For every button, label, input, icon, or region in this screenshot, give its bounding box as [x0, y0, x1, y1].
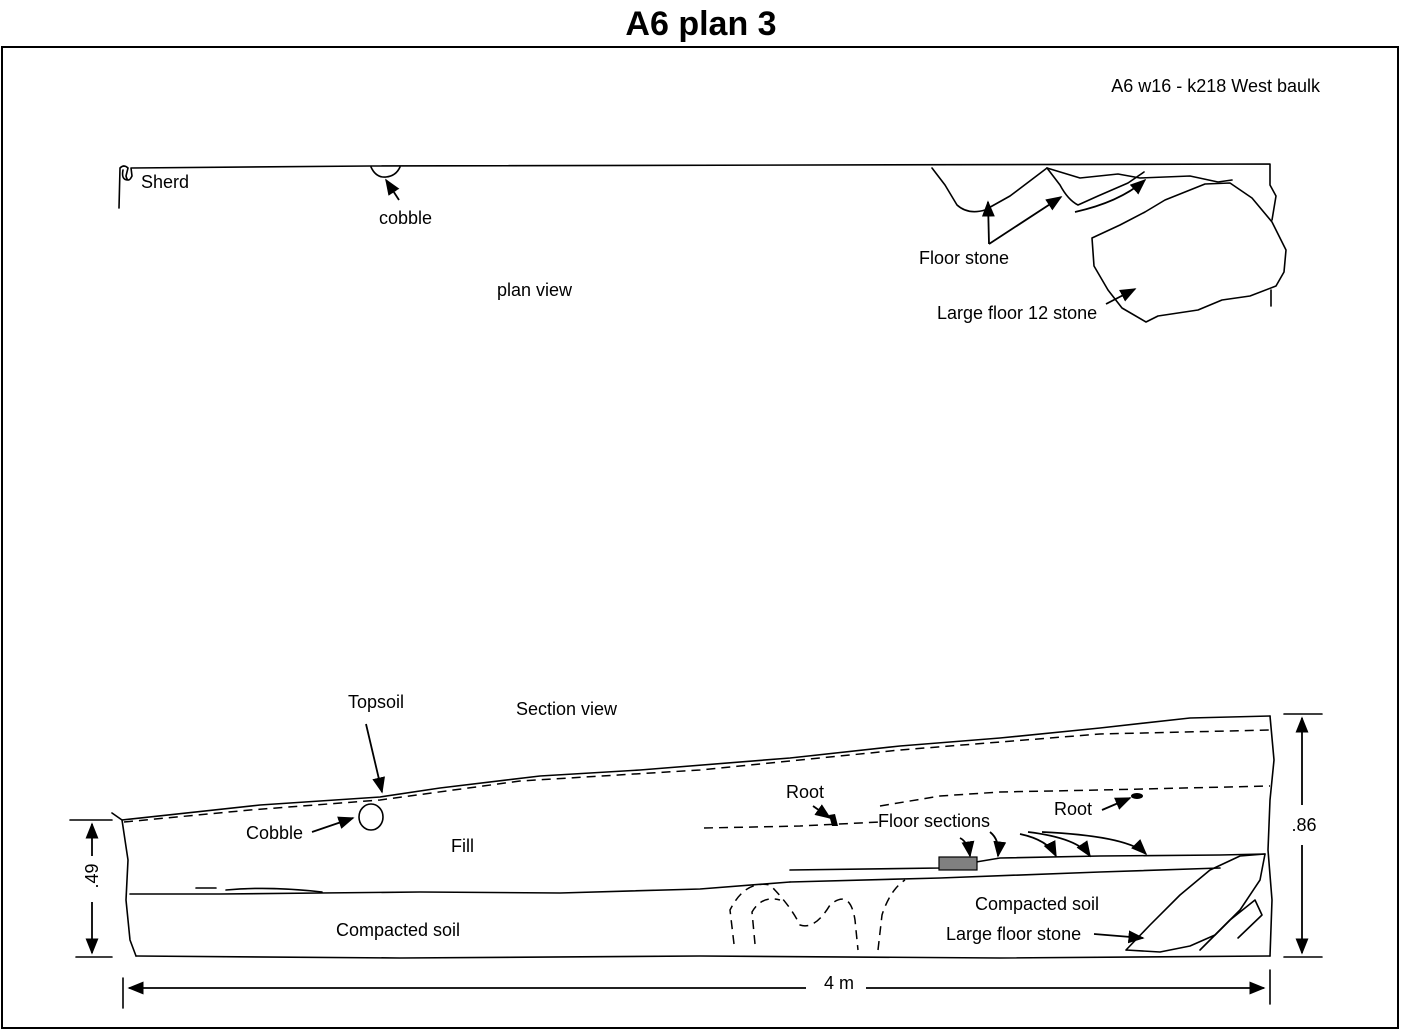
dim-right-height-label: .86 [1291, 815, 1316, 835]
plan-floor-stone-arrow-3 [1074, 178, 1147, 213]
section-floor-arrow-1 [959, 837, 975, 858]
section-root-left-arrow [812, 804, 832, 819]
section-floor-block-shaded [938, 856, 978, 871]
section-label-compacted-soil-right: Compacted soil [975, 894, 1099, 914]
drawing-subtitle: A6 w16 - k218 West baulk [1111, 76, 1321, 96]
section-label-fill: Fill [451, 836, 474, 856]
section-compacted-soil-boundary-left [129, 881, 791, 895]
plan-view: Sherd cobble plan view Floor stone Large… [118, 163, 1287, 323]
plan-floor-stone-arrow-1 [981, 200, 995, 245]
plan-large-floor-stone [1091, 182, 1287, 323]
section-pit-dashes [729, 883, 859, 951]
section-large-floor-stone [1125, 853, 1266, 953]
section-label-topsoil: Topsoil [348, 692, 404, 712]
section-fill-dashed-line [703, 821, 881, 829]
page-title: A6 plan 3 [625, 5, 777, 43]
plan-floor-stone-3 [1046, 167, 1233, 183]
section-floor-arrow-2 [989, 831, 1007, 858]
section-floor-sections-line [789, 853, 1266, 871]
plan-view-label: plan view [497, 280, 573, 300]
plan-cobble-arrow [385, 178, 400, 201]
section-floor-arrow-4 [1027, 831, 1091, 858]
plan-floor-stone-arrow-2 [988, 196, 1063, 245]
section-upper-layer-line [879, 785, 1271, 807]
section-label-root-left: Root [786, 782, 824, 802]
section-pit-dashes-2 [751, 898, 781, 945]
section-bottom [135, 955, 1271, 959]
plan-label-floor-stone: Floor stone [919, 248, 1009, 268]
section-right-edge [1267, 715, 1275, 957]
plan-floor-stone-1 [931, 167, 1048, 213]
plan-label-sherd: Sherd [141, 172, 189, 192]
section-floor-sections-base [789, 867, 1221, 883]
section-left-edge [121, 819, 137, 957]
plan-large-stone-arrow [1105, 288, 1137, 305]
section-topsoil-boundary [123, 729, 1271, 823]
section-label-large-floor-stone: Large floor stone [946, 924, 1081, 944]
section-label-floor-sections: Floor sections [878, 811, 990, 831]
section-cobble [358, 803, 384, 831]
section-floor-arrow-3 [1019, 833, 1057, 858]
plan-label-large-floor-stone: Large floor 12 stone [937, 303, 1097, 323]
dim-left-height-label: .49 [82, 863, 102, 888]
section-view-label: Section view [516, 699, 618, 719]
drawing-frame [1, 46, 1399, 1029]
section-cobble-arrow [311, 816, 355, 833]
dimension-lines: .49 .86 4 m [69, 713, 1323, 1009]
section-root-right-arrow [1101, 797, 1132, 811]
section-topsoil-arrow [365, 723, 385, 794]
dim-width-label: 4 m [824, 973, 854, 993]
plan-cobble [370, 166, 401, 178]
section-stone-detail [1199, 899, 1263, 951]
section-lens-line-2 [225, 887, 323, 893]
section-label-cobble: Cobble [246, 823, 303, 843]
section-ground-surface [111, 715, 1271, 821]
section-large-stone-arrow [1093, 930, 1145, 944]
plan-label-cobble: cobble [379, 208, 432, 228]
section-label-root-right: Root [1054, 799, 1092, 819]
section-floor-arrow-5 [1041, 831, 1148, 856]
plan-baulk-outline [118, 163, 1277, 221]
plan-floor-stone-2 [1046, 167, 1145, 206]
plan-sherd [121, 169, 129, 181]
section-root-right [1131, 793, 1143, 799]
section-view: Section view Topsoil Cobble Fill Compact… [111, 692, 1275, 959]
section-pit-dashes-3 [877, 879, 906, 951]
section-label-compacted-soil-left: Compacted soil [336, 920, 460, 940]
